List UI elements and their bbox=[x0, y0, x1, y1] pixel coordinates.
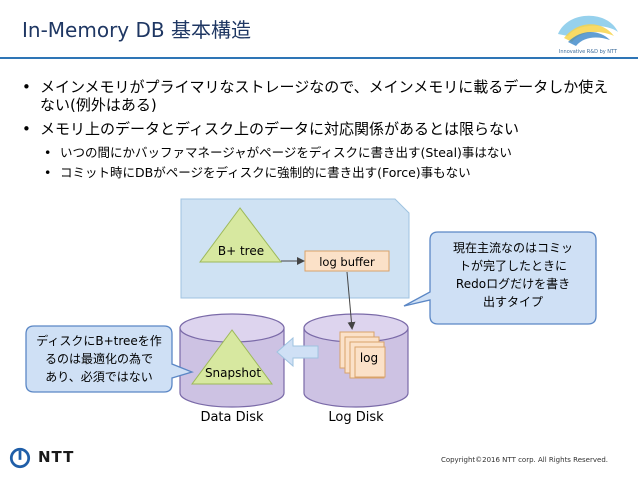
bullet-item: メインメモリがプライマリなストレージなので、メインメモリに載るデータしか使えない… bbox=[20, 78, 620, 114]
data-disk-label: Data Disk bbox=[200, 410, 264, 425]
log-to-data-block-arrow bbox=[276, 336, 319, 368]
logo-text: Innovative R&D by NTT bbox=[559, 49, 618, 55]
right-callout-line: 出すタイプ bbox=[483, 295, 543, 309]
log-disk-label: Log Disk bbox=[328, 410, 384, 425]
bullet-item: メモリ上のデータとディスク上のデータに対応関係があるとは限らない bbox=[20, 120, 620, 138]
ntt-brand: NTT bbox=[38, 448, 75, 466]
log-label: log bbox=[360, 351, 378, 365]
innovative-logo: Innovative R&D by NTT bbox=[540, 4, 636, 58]
btree-triangle bbox=[199, 207, 283, 263]
log-buffer-box bbox=[304, 250, 390, 272]
left-callout-line: あり、必須ではない bbox=[45, 370, 153, 384]
btree-label: B+ tree bbox=[218, 244, 264, 258]
right-callout-line: 現在主流なのはコミッ bbox=[453, 241, 573, 255]
title-rule bbox=[0, 57, 638, 59]
sub-bullet-item: いつの間にかバッファマネージャがページをディスクに書き出す(Steal)事はない bbox=[20, 144, 620, 161]
log-buffer-label: log buffer bbox=[319, 255, 375, 269]
page-title: In-Memory DB 基本構造 bbox=[22, 18, 251, 42]
right-callout-line: トが完了したときに bbox=[459, 258, 567, 273]
right-callout: 現在主流なのはコミッ トが完了したときに Redoログだけを書き 出すタイプ bbox=[403, 231, 597, 325]
right-callout-line: Redoログだけを書き bbox=[456, 277, 570, 291]
sub-bullet-item: コミット時にDBがページをディスクに強制的に書き出す(Force)事もない bbox=[20, 164, 620, 181]
copyright-text: Copyright©2016 NTT corp. All Rights Rese… bbox=[440, 456, 608, 464]
left-callout-line: ディスクにB+treeを作 bbox=[36, 333, 162, 348]
left-callout-line: るのは最適化の為で bbox=[45, 351, 153, 366]
log-pages-stack bbox=[339, 331, 386, 379]
snapshot-triangle bbox=[191, 329, 273, 385]
snapshot-label: Snapshot bbox=[205, 366, 261, 380]
bullet-list: メインメモリがプライマリなストレージなので、メインメモリに載るデータしか使えない… bbox=[20, 78, 620, 184]
left-callout: ディスクにB+treeを作 るのは最適化の為で あり、必須ではない bbox=[25, 325, 194, 393]
data-disk-cylinder bbox=[179, 313, 285, 408]
ntt-logo-icon bbox=[9, 447, 31, 469]
buffer-to-log-arrow bbox=[346, 271, 356, 330]
